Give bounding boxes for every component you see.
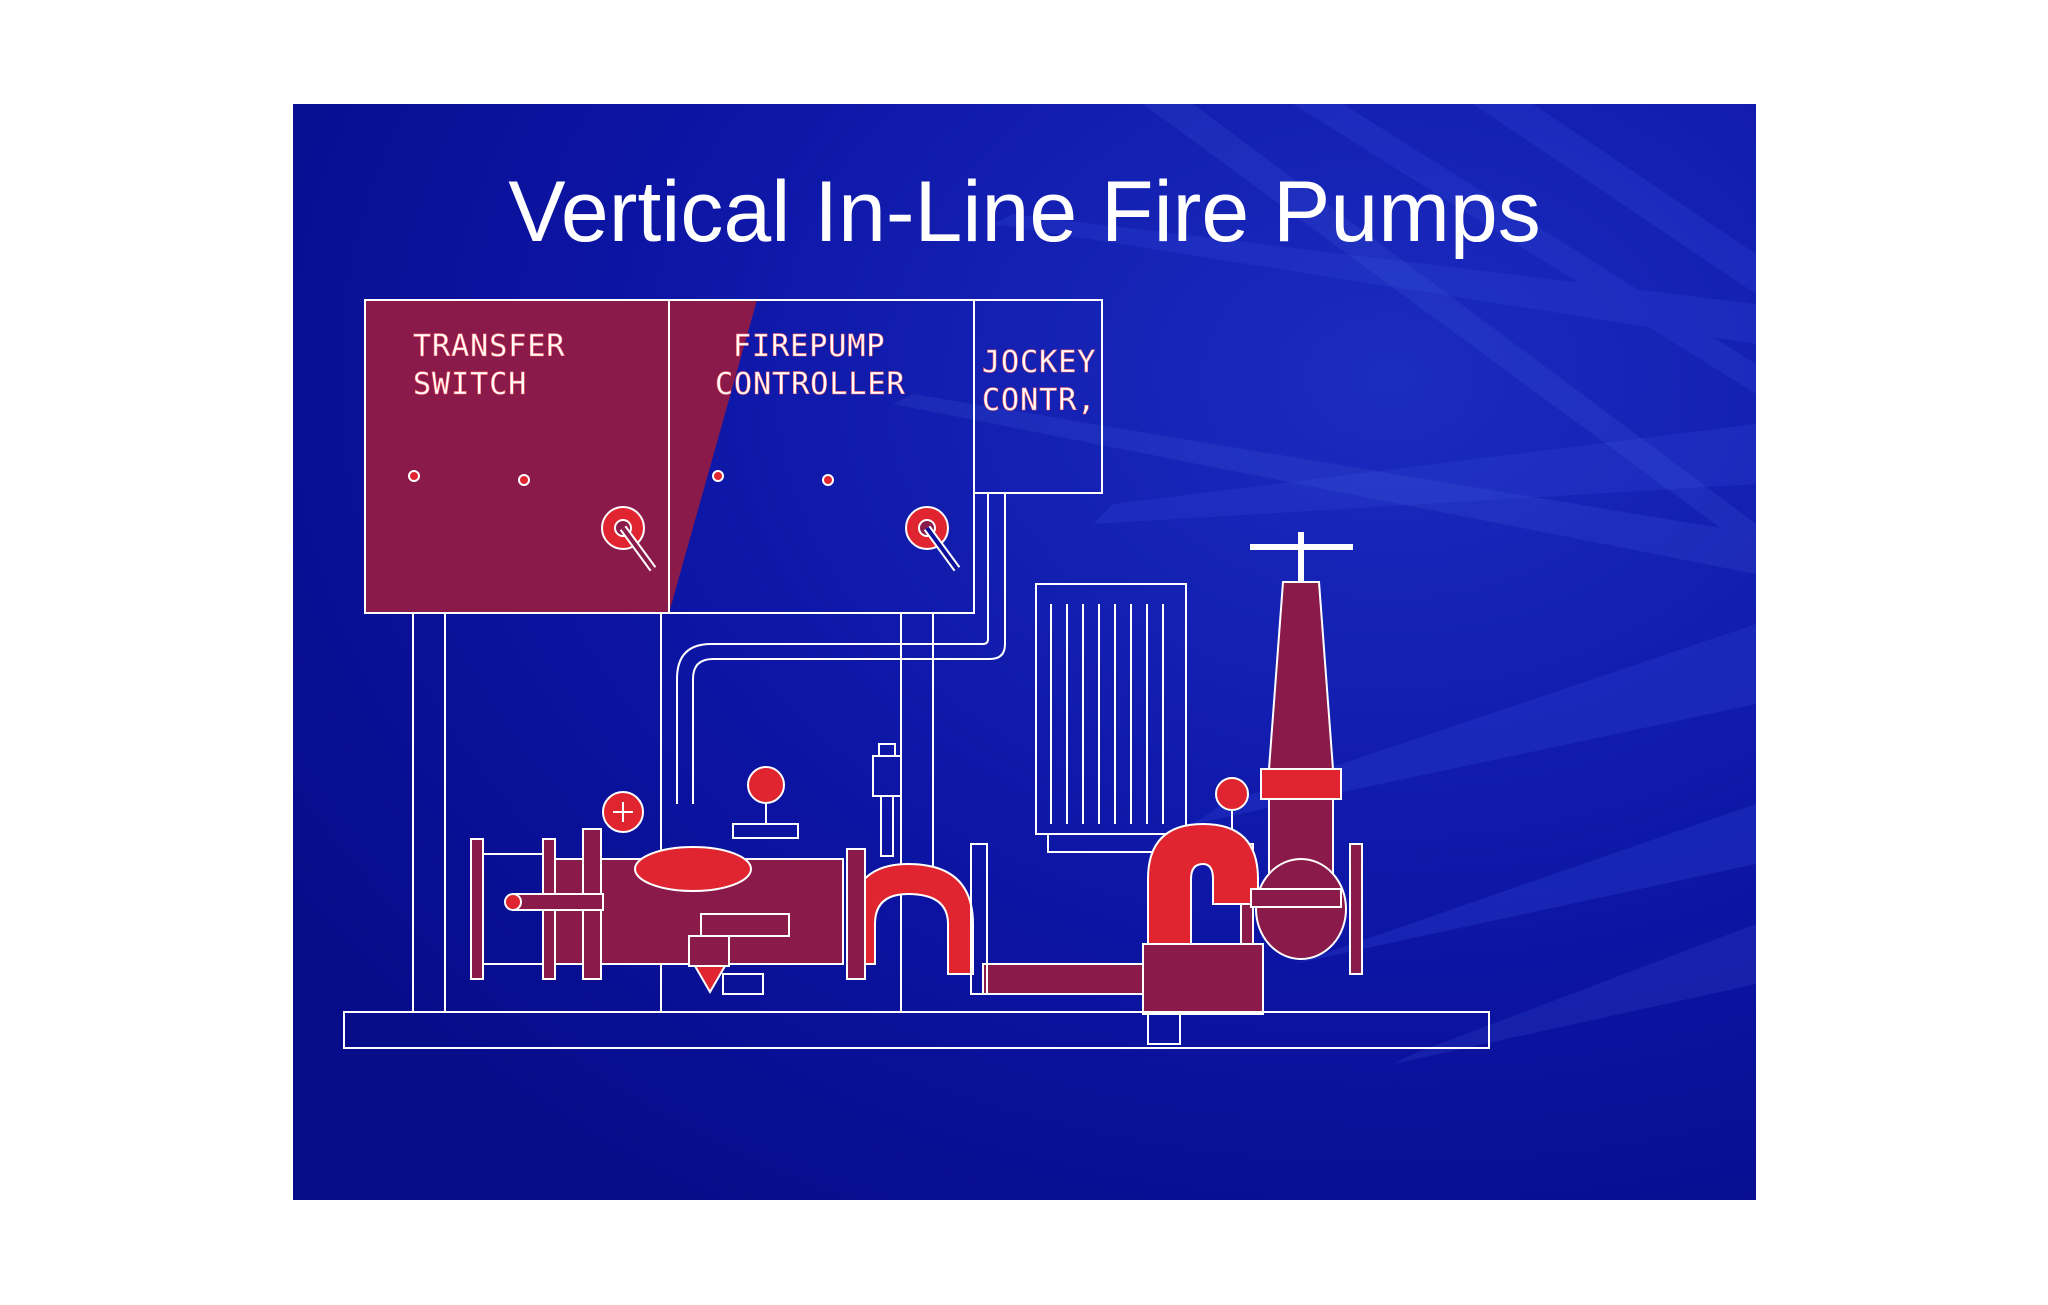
jockey-controller-label-1: JOCKEY	[982, 345, 1096, 380]
firepump-controller-label-2: CONTROLLER	[715, 367, 906, 402]
indicator-lights	[408, 470, 834, 486]
jockey-controller-label-2: CONTR,	[982, 383, 1096, 418]
transfer-switch-label-1: TRANSFER	[413, 329, 566, 364]
background-rays	[293, 104, 1756, 1200]
suction-piping	[470, 828, 988, 995]
transfer-switch-label-2: SWITCH	[413, 367, 527, 402]
conduit-inner	[676, 493, 989, 804]
suction-gauge	[602, 791, 644, 833]
panel-supports	[412, 613, 934, 1012]
air-release-valve	[872, 743, 902, 857]
baseplate	[343, 1011, 1490, 1049]
discharge-loop	[1147, 777, 1342, 945]
firepump-controller-label-1: FIREPUMP	[733, 329, 886, 364]
controller-handle	[905, 506, 961, 572]
relief-valve-assembly	[688, 766, 799, 995]
fire-pump-diagram: TRANSFER SWITCH FIREPUMP CONTROLLER JOCK…	[343, 299, 1490, 1049]
pump-motor	[1035, 583, 1187, 853]
conduit-outer	[692, 493, 1006, 804]
transfer-switch-handle	[601, 506, 657, 572]
jockey-controller-panel	[973, 299, 1103, 494]
pump-casing	[982, 943, 1264, 1045]
slide-title: Vertical In-Line Fire Pumps	[508, 164, 1541, 260]
slide: Vertical In-Line Fire Pumps TRANSFER SWI…	[293, 104, 1756, 1200]
